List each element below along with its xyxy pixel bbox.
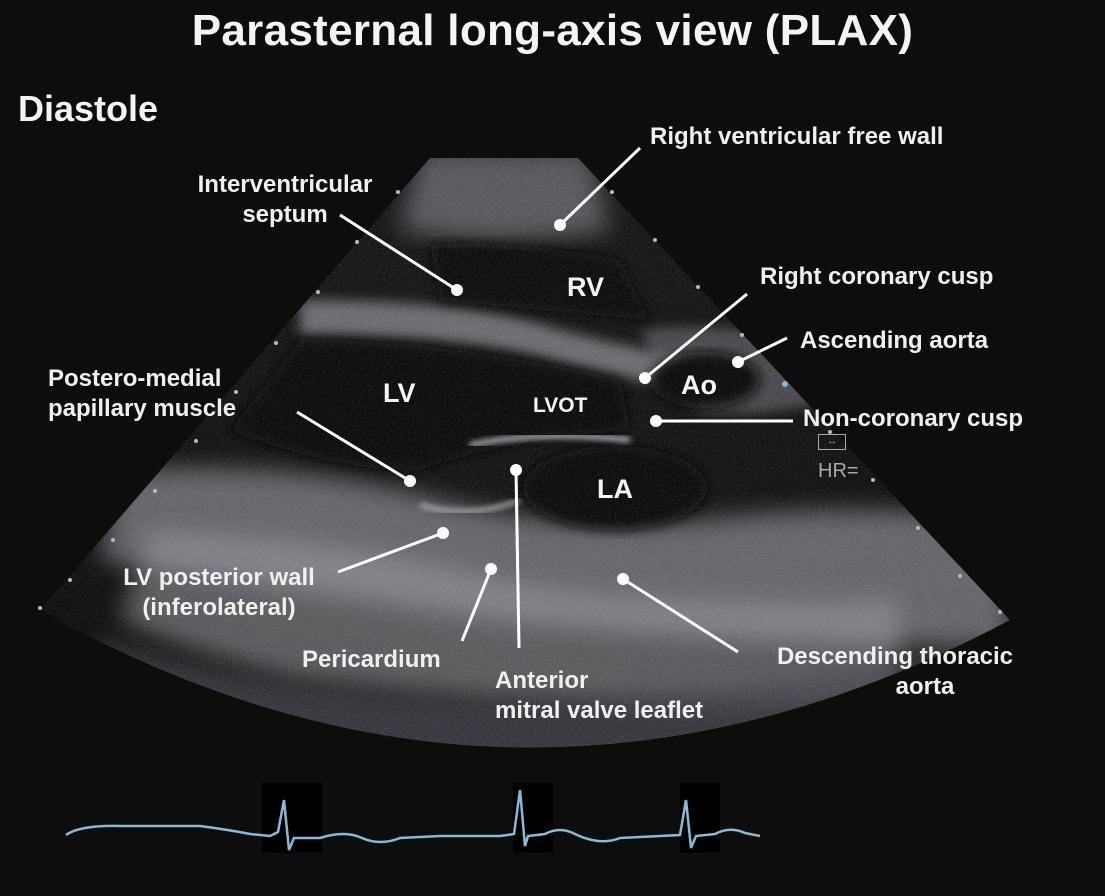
label-ivs-line2: septum: [242, 201, 328, 228]
label-pericardium: Pericardium: [302, 646, 441, 673]
label-pmpm-line1: Postero-medial: [48, 365, 222, 392]
label-amvl: Anterior mitral valve leaflet: [480, 666, 770, 726]
chamber-la: LA: [597, 474, 633, 504]
pointer-lvpw: [337, 531, 444, 574]
chamber-ao: Ao: [681, 370, 717, 400]
ecg-trace: [65, 789, 761, 851]
depth-markers: [38, 190, 1002, 614]
chamber-rv: RV: [567, 272, 605, 302]
label-rv-free-wall: Right ventricular free wall: [650, 123, 944, 150]
label-rcc: Right coronary cusp: [760, 263, 994, 290]
label-asc-aorta: Ascending aorta: [800, 327, 989, 354]
label-ivs-line1: Interventricular: [197, 171, 373, 198]
label-lvpw-line2: (inferolateral): [142, 594, 296, 621]
pointer-pmpm: [296, 410, 411, 483]
chamber-lvot: LVOT: [533, 394, 588, 417]
ecg-strip: [65, 783, 761, 853]
label-ncc: Non-coronary cusp: [803, 405, 1024, 432]
annotation-pointers: [296, 146, 793, 654]
label-pmpm-line2: papillary muscle: [48, 395, 237, 422]
label-pmpm: Postero-medial papillary muscle: [48, 364, 236, 424]
pointer-ivs: [339, 213, 458, 292]
label-dta: Descending thoracic aorta: [740, 642, 1050, 702]
label-dta-line2: aorta: [895, 673, 955, 700]
pointer-rcc: [644, 292, 748, 380]
chamber-lv: LV: [383, 378, 416, 408]
label-dta-line1: Descending thoracic: [776, 643, 1014, 670]
pointer-asc-aorta: [737, 336, 788, 364]
scale-icon: ↔: [818, 434, 846, 450]
pointer-rv-free-wall: [558, 146, 642, 227]
label-ivs: Interventricular septum: [170, 170, 400, 230]
pointer-dta: [622, 577, 739, 654]
pointer-amvl: [514, 469, 521, 649]
page-title: Parasternal long-axis view (PLAX): [191, 6, 914, 55]
cardiac-phase-label: Diastole: [18, 88, 159, 129]
label-amvl-line1: Anterior: [495, 667, 589, 694]
heart-rate-readout: HR=: [818, 460, 859, 482]
label-lvpw-line1: LV posterior wall: [123, 564, 315, 591]
label-amvl-line2: mitral valve leaflet: [495, 697, 704, 724]
label-lvpw: LV posterior wall (inferolateral): [95, 563, 343, 623]
pointer-pericardium: [460, 568, 493, 642]
